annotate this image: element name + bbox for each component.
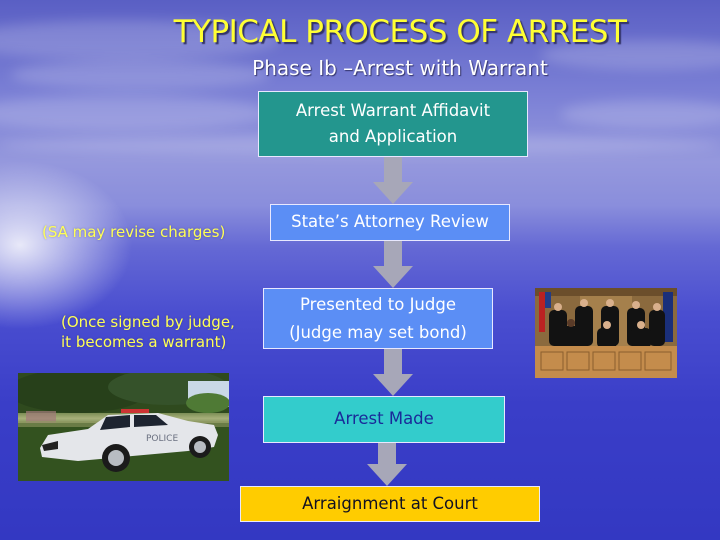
note-sa-may-revise-charges: (SA may revise charges) xyxy=(42,223,225,243)
step-label-line: Arrest Made xyxy=(334,409,434,429)
step-label-line: State’s Attorney Review xyxy=(291,212,489,232)
step-arrest-warrant-affidavit: Arrest Warrant Affidavit and Application xyxy=(258,91,528,157)
step-label-line: Arrest Warrant Affidavit xyxy=(295,100,491,120)
note-line: (SA may revise charges) xyxy=(42,223,226,241)
background-cloud xyxy=(10,60,270,90)
step-label-line: Arraignment at Court xyxy=(302,493,478,513)
down-arrow-icon xyxy=(373,157,413,204)
down-arrow-icon xyxy=(373,241,413,288)
step-label-line: (Judge may set bond) xyxy=(289,322,467,342)
svg-text:POLICE: POLICE xyxy=(146,434,178,444)
background-cloud xyxy=(540,40,720,70)
slide-subtitle: Phase Ib –Arrest with Warrant xyxy=(252,56,548,80)
step-arrest-made: Arrest Made xyxy=(263,396,505,443)
background-cloud xyxy=(0,95,270,131)
background-cloud xyxy=(560,100,720,128)
step-states-attorney-review: State’s Attorney Review xyxy=(270,204,510,241)
note-line: (Once signed by judge, xyxy=(61,313,235,331)
step-label-line: and Application xyxy=(328,127,458,146)
down-arrow-icon xyxy=(373,349,413,396)
down-arrow-icon xyxy=(367,443,407,486)
step-label-line: Presented to Judge xyxy=(299,295,456,315)
note-line: it becomes a warrant) xyxy=(61,332,227,351)
police-car-photo: POLICE xyxy=(18,373,229,481)
slide-title: TYPICAL PROCESS OF ARREST xyxy=(173,14,627,50)
note-once-signed-by-judge: (Once signed by judge, it becomes a warr… xyxy=(61,313,235,352)
step-presented-to-judge: Presented to Judge (Judge may set bond) xyxy=(263,288,493,349)
judges-panel-photo xyxy=(535,288,677,378)
step-arraignment-at-court: Arraignment at Court xyxy=(240,486,540,522)
background-cloud xyxy=(0,20,280,60)
